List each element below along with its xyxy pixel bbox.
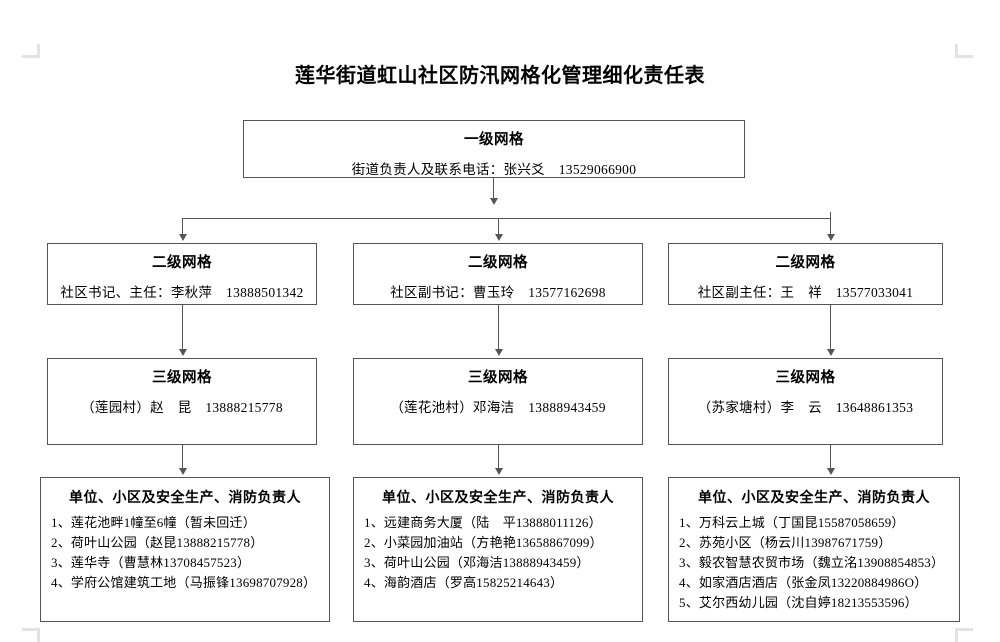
level3-detail: （莲园村）赵 昆 13888215778 bbox=[81, 400, 283, 415]
arrowhead-level4-right bbox=[827, 468, 835, 475]
level2-node-center: 二级网格 社区副书记：曹玉玲 13577162698 bbox=[353, 243, 643, 305]
arrowhead-level3-left bbox=[179, 349, 187, 356]
level4-node-center: 单位、小区及安全生产、消防负责人 1、远建商务大厦（陆 平13888011126… bbox=[353, 477, 643, 622]
crop-mark-top-right bbox=[955, 44, 973, 58]
connector-level3-to-level4-right bbox=[830, 445, 831, 470]
list-item: 4、如家酒店酒店（张金凤13220884986O） bbox=[679, 575, 928, 590]
connector-level3-to-level4-left bbox=[182, 445, 183, 470]
level3-detail: （莲花池村）邓海洁 13888943459 bbox=[390, 400, 606, 415]
level3-heading: 三级网格 bbox=[775, 370, 836, 386]
connector-bar-to-level2-center bbox=[498, 218, 499, 236]
list-item: 5、艾尔西幼儿园（沈自婷18213553596） bbox=[679, 595, 918, 610]
connector-level3-to-level4-center bbox=[498, 445, 499, 470]
level3-heading: 三级网格 bbox=[152, 370, 212, 386]
list-item: 3、莲华寺（曹慧林13708457523） bbox=[51, 555, 251, 570]
level3-node-right: 三级网格 （苏家塘村）李 云 13648861353 bbox=[668, 358, 943, 445]
arrowhead-level1-down bbox=[490, 198, 498, 205]
connector-distribution-bar bbox=[182, 218, 830, 219]
arrowhead-level3-right bbox=[827, 349, 835, 356]
arrowhead-level2-right bbox=[827, 234, 835, 241]
level2-heading: 二级网格 bbox=[152, 255, 212, 271]
level3-heading: 三级网格 bbox=[468, 370, 528, 386]
list-item: 4、学府公馆建筑工地（马振锋13698707928） bbox=[51, 575, 317, 590]
connector-level2-to-level3-left bbox=[182, 305, 183, 351]
arrowhead-level4-left bbox=[179, 468, 187, 475]
level2-detail: 社区书记、主任：李秋萍 13888501342 bbox=[60, 285, 304, 300]
arrowhead-level3-center bbox=[495, 349, 503, 356]
page-title: 莲华街道虹山社区防汛网格化管理细化责任表 bbox=[295, 65, 705, 87]
list-item: 4、海韵酒店（罗高15825214643） bbox=[364, 575, 564, 590]
list-item: 3、荷叶山公园（邓海洁13888943459） bbox=[364, 555, 590, 570]
level3-node-center: 三级网格 （莲花池村）邓海洁 13888943459 bbox=[353, 358, 643, 445]
list-item: 3、毅农智慧农贸市场（魏立洺13908854853） bbox=[679, 555, 945, 570]
level4-node-left: 单位、小区及安全生产、消防负责人 1、莲花池畔1幢至6幢（暂未回迁） 2、荷叶山… bbox=[40, 477, 330, 622]
level2-detail: 社区副主任：王 祥 13577033041 bbox=[697, 285, 914, 300]
connector-level2-to-level3-right bbox=[830, 305, 831, 351]
list-item: 1、莲花池畔1幢至6幢（暂未回迁） bbox=[51, 515, 256, 530]
level4-list-right: 1、万科云上城（丁国昆15587058659） 2、苏苑小区（杨云川139876… bbox=[669, 513, 959, 613]
level4-node-right: 单位、小区及安全生产、消防负责人 1、万科云上城（丁国昆15587058659）… bbox=[668, 477, 960, 622]
list-item: 2、苏苑小区（杨云川13987671759） bbox=[679, 535, 892, 550]
list-item: 2、小菜园加油站（方艳艳13658867099） bbox=[364, 535, 603, 550]
list-item: 2、荷叶山公园（赵昆13888215778） bbox=[51, 535, 264, 550]
level4-heading: 单位、小区及安全生产、消防负责人 bbox=[69, 491, 301, 506]
level1-detail: 街道负责人及联系电话：张兴爻 13529066900 bbox=[351, 162, 637, 177]
connector-level1-down bbox=[493, 178, 494, 200]
level3-node-left: 三级网格 （莲园村）赵 昆 13888215778 bbox=[47, 358, 317, 445]
crop-mark-top-left bbox=[22, 44, 40, 58]
level2-node-left: 二级网格 社区书记、主任：李秋萍 13888501342 bbox=[47, 243, 317, 305]
level4-heading: 单位、小区及安全生产、消防负责人 bbox=[698, 491, 930, 506]
level2-node-right: 二级网格 社区副主任：王 祥 13577033041 bbox=[668, 243, 943, 305]
arrowhead-level2-left bbox=[179, 234, 187, 241]
level2-heading: 二级网格 bbox=[775, 255, 836, 271]
arrowhead-level2-center bbox=[495, 234, 503, 241]
connector-level2-to-level3-center bbox=[498, 305, 499, 351]
connector-bar-to-level2-left bbox=[182, 218, 183, 236]
connector-bar-to-level2-right bbox=[830, 212, 831, 236]
level2-detail: 社区副书记：曹玉玲 13577162698 bbox=[390, 285, 606, 300]
level2-heading: 二级网格 bbox=[468, 255, 528, 271]
level3-detail: （苏家塘村）李 云 13648861353 bbox=[697, 400, 914, 415]
crop-mark-bottom-right bbox=[955, 628, 973, 642]
arrowhead-level4-center bbox=[495, 468, 503, 475]
crop-mark-bottom-left bbox=[22, 628, 40, 642]
level4-heading: 单位、小区及安全生产、消防负责人 bbox=[382, 491, 614, 506]
level4-list-left: 1、莲花池畔1幢至6幢（暂未回迁） 2、荷叶山公园（赵昆13888215778）… bbox=[41, 513, 329, 593]
level1-heading: 一级网格 bbox=[464, 132, 524, 148]
list-item: 1、远建商务大厦（陆 平13888011126） bbox=[364, 515, 602, 530]
list-item: 1、万科云上城（丁国昆15587058659） bbox=[679, 515, 905, 530]
level4-list-center: 1、远建商务大厦（陆 平13888011126） 2、小菜园加油站（方艳艳136… bbox=[354, 513, 642, 593]
level1-node: 一级网格 街道负责人及联系电话：张兴爻 13529066900 bbox=[243, 120, 745, 178]
